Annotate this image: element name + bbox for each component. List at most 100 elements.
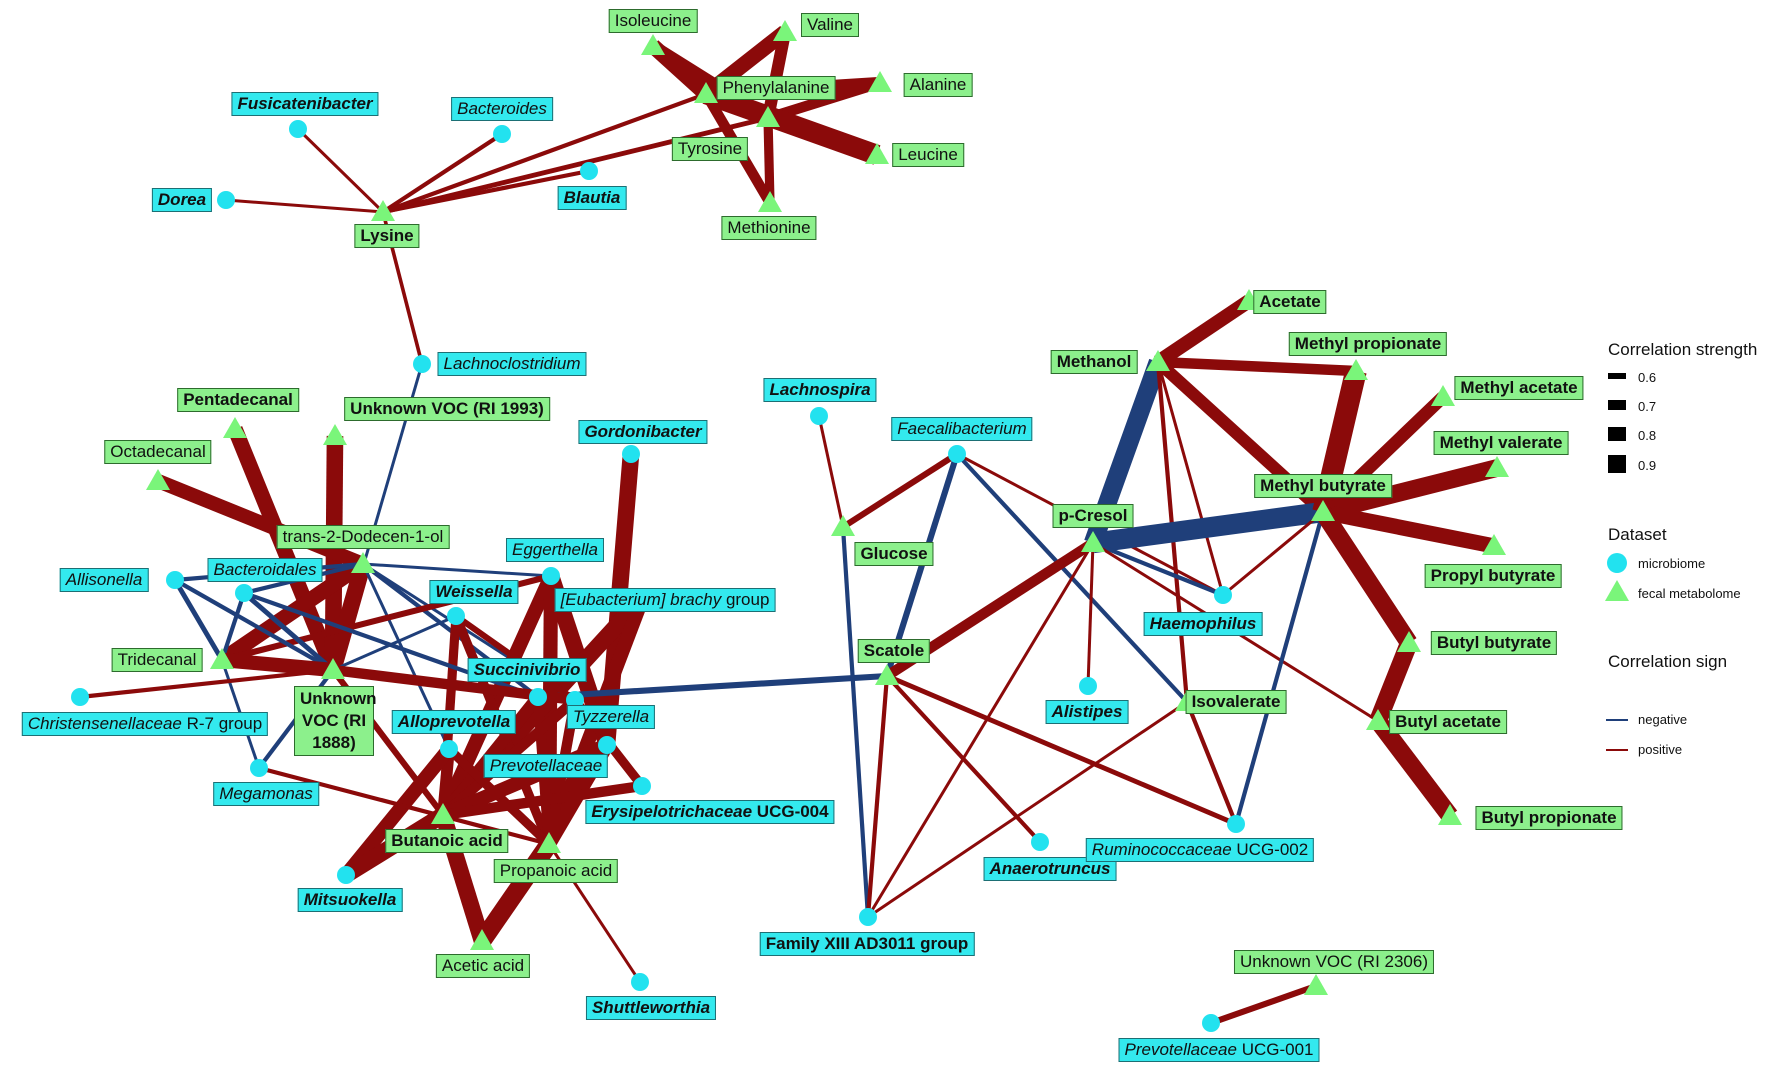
node-marker-valine[interactable] [773,20,797,41]
node-marker-mitsuokella[interactable] [337,866,355,884]
node-marker-methionine[interactable] [758,191,782,212]
node-label-lysine[interactable]: Lysine [354,224,420,248]
node-label-acetate[interactable]: Acetate [1253,290,1327,314]
node-label-butylacetate[interactable]: Butyl acetate [1389,710,1507,734]
node-marker-propylbutyrate[interactable] [1482,534,1506,555]
node-label-isovalerate[interactable]: Isovalerate [1185,690,1287,714]
node-label-bacteroidales[interactable]: Bacteroidales [207,558,323,582]
node-label-glucose[interactable]: Glucose [854,542,934,566]
node-marker-butanoic[interactable] [431,803,455,824]
node-label-prevotellaceae001[interactable]: Prevotellaceae UCG-001 [1118,1038,1320,1062]
node-marker-gordonibacter[interactable] [622,445,640,463]
node-marker-voc1888[interactable] [321,658,345,679]
node-label-methylacetate[interactable]: Methyl acetate [1454,376,1584,400]
node-marker-bacteroidales[interactable] [235,584,253,602]
node-label-phenylalanine[interactable]: Phenylalanine [716,76,836,100]
node-marker-butylacetate[interactable] [1366,709,1390,730]
node-marker-erysipelotrichaceae[interactable] [633,777,651,795]
node-marker-dodecenol[interactable] [351,552,375,573]
node-marker-alistipes[interactable] [1079,677,1097,695]
node-marker-methylpropionate[interactable] [1344,359,1368,380]
node-marker-haemophilus[interactable] [1214,586,1232,604]
node-marker-bacteroides[interactable] [493,125,511,143]
node-label-erysipelotrichaceae[interactable]: Erysipelotrichaceae UCG-004 [585,800,835,824]
node-label-propanoic[interactable]: Propanoic acid [493,859,619,883]
node-marker-christensenellaceae[interactable] [71,688,89,706]
node-marker-phenylalanine[interactable] [694,82,718,103]
node-label-methylpropionate[interactable]: Methyl propionate [1288,332,1448,356]
node-label-voc1993[interactable]: Unknown VOC (RI 1993) [344,397,550,421]
node-marker-methylacetate[interactable] [1431,385,1455,406]
node-label-dodecenol[interactable]: trans-2-Dodecen-1-ol [276,525,450,549]
node-label-mitsuokella[interactable]: Mitsuokella [297,888,403,912]
node-marker-butylpropionate[interactable] [1438,804,1462,825]
node-marker-pentadecanal[interactable] [223,417,247,438]
node-marker-lachnoclostridium[interactable] [413,355,431,373]
node-label-gordonibacter[interactable]: Gordonibacter [578,420,708,444]
node-marker-prevotellaceae[interactable] [598,736,616,754]
node-marker-megamonas[interactable] [250,759,268,777]
node-label-propylbutyrate[interactable]: Propyl butyrate [1424,564,1562,588]
node-label-blautia[interactable]: Blautia [557,186,627,210]
node-marker-methylbutyrate[interactable] [1311,500,1335,521]
node-label-voc2306[interactable]: Unknown VOC (RI 2306) [1233,950,1435,974]
node-marker-tyrosine[interactable] [756,106,780,127]
node-marker-dorea[interactable] [217,191,235,209]
node-marker-allisonella[interactable] [166,571,184,589]
node-label-butylpropionate[interactable]: Butyl propionate [1475,806,1623,830]
node-label-valine[interactable]: Valine [801,13,859,37]
node-marker-anaerotruncus[interactable] [1031,833,1049,851]
node-label-lachnoclostridium[interactable]: Lachnoclostridium [437,352,587,376]
node-label-dorea[interactable]: Dorea [151,188,213,212]
node-label-methylvalerate[interactable]: Methyl valerate [1433,431,1569,455]
node-label-voc1888[interactable]: Unknown VOC (RI 1888) [294,686,377,756]
node-marker-succinivibrio[interactable] [529,688,547,706]
node-marker-voc1993[interactable] [323,424,347,445]
node-marker-alloprevotella[interactable] [440,740,458,758]
node-label-lachnospira[interactable]: Lachnospira [763,378,877,402]
node-label-eubacterium[interactable]: [Eubacterium] brachy group [554,588,776,612]
node-label-acetic[interactable]: Acetic acid [435,954,531,978]
node-marker-methanol[interactable] [1146,350,1170,371]
node-marker-glucose[interactable] [831,515,855,536]
node-marker-weissella[interactable] [447,607,465,625]
node-label-leucine[interactable]: Leucine [892,143,964,167]
node-label-fusicatenibacter[interactable]: Fusicatenibacter [231,92,379,116]
node-marker-shuttleworthia[interactable] [631,973,649,991]
node-marker-butylbutyrate[interactable] [1397,631,1421,652]
node-marker-isoleucine[interactable] [641,34,665,55]
node-label-eggerthella[interactable]: Eggerthella [505,538,605,562]
node-label-alistipes[interactable]: Alistipes [1045,700,1129,724]
node-label-familyxiii[interactable]: Family XIII AD3011 group [759,932,975,956]
node-label-ruminococcaceae[interactable]: Ruminococcaceae UCG-002 [1085,838,1315,862]
node-marker-lachnospira[interactable] [810,407,828,425]
node-marker-prevotellaceae001[interactable] [1202,1014,1220,1032]
node-marker-tyzzerella[interactable] [566,691,584,709]
node-label-bacteroides[interactable]: Bacteroides [451,97,553,121]
node-label-shuttleworthia[interactable]: Shuttleworthia [585,996,717,1020]
node-marker-pcresol[interactable] [1081,531,1105,552]
node-marker-fusicatenibacter[interactable] [289,120,307,138]
node-label-tridecanal[interactable]: Tridecanal [111,648,203,672]
node-marker-scatole[interactable] [875,664,899,685]
node-label-faecalibacterium[interactable]: Faecalibacterium [891,417,1033,441]
node-label-butylbutyrate[interactable]: Butyl butyrate [1430,631,1558,655]
node-label-weissella[interactable]: Weissella [429,580,519,604]
node-label-butanoic[interactable]: Butanoic acid [385,829,509,853]
node-marker-alanine[interactable] [868,71,892,92]
node-label-scatole[interactable]: Scatole [857,639,931,663]
node-marker-leucine[interactable] [865,143,889,164]
node-marker-octadecanal[interactable] [146,469,170,490]
node-label-pentadecanal[interactable]: Pentadecanal [177,388,299,412]
node-label-succinivibrio[interactable]: Succinivibrio [467,658,587,682]
node-marker-propanoic[interactable] [537,832,561,853]
node-marker-lysine[interactable] [371,200,395,221]
node-marker-voc2306[interactable] [1304,974,1328,995]
node-label-christensenellaceae[interactable]: Christensenellaceae R-7 group [21,712,269,736]
node-marker-familyxiii[interactable] [859,908,877,926]
node-marker-tridecanal[interactable] [210,648,234,669]
node-label-methylbutyrate[interactable]: Methyl butyrate [1254,474,1392,498]
node-label-megamonas[interactable]: Megamonas [213,782,319,806]
node-label-alloprevotella[interactable]: Alloprevotella [391,710,517,734]
node-marker-ruminococcaceae[interactable] [1227,815,1245,833]
